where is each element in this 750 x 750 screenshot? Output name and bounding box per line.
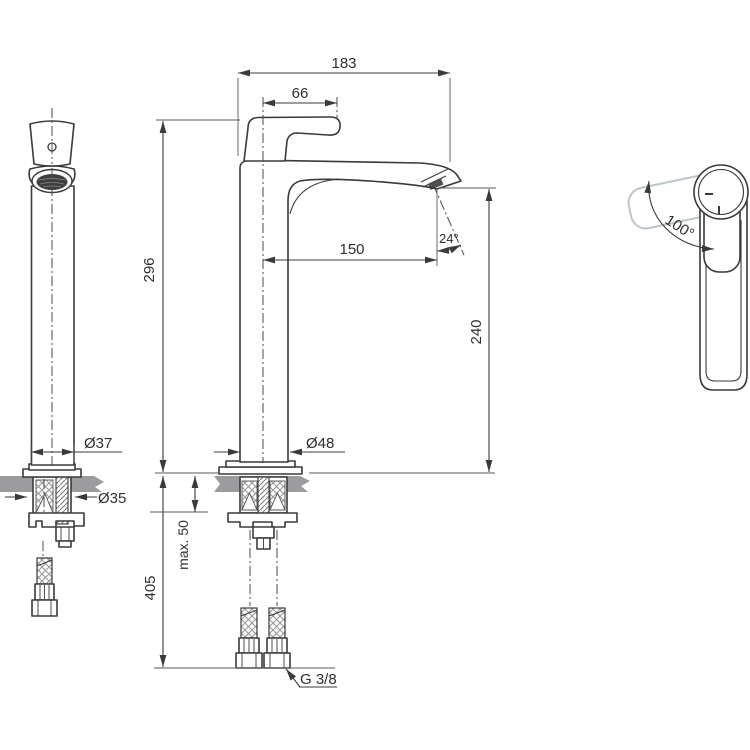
- dim-spout-angle-label: 24°: [439, 231, 459, 246]
- dim-spout-reach-label: 150: [339, 241, 364, 258]
- side-base-flange: [218, 466, 303, 475]
- dim-handle-length-label: 66: [292, 85, 309, 102]
- front-view: Ø37 Ø35: [0, 108, 126, 617]
- front-supply-hose: [31, 557, 58, 617]
- dim-total-depth: 183: [237, 55, 451, 162]
- dim-spout-angle: 24°: [432, 183, 465, 256]
- dim-body-diameter-label: Ø48: [306, 435, 334, 452]
- dim-hole-diameter-label: Ø35: [98, 490, 126, 507]
- dim-spout-reach: 150: [263, 190, 438, 266]
- top-cartridge-circle: [693, 164, 749, 220]
- front-horseshoe-bracket: [28, 512, 85, 528]
- front-mounting-nut: [55, 526, 75, 542]
- dim-base-diameter: Ø37: [30, 435, 122, 462]
- dim-total-depth-label: 183: [331, 55, 356, 72]
- dim-connection-thread-label: G 3/8: [300, 671, 337, 688]
- dim-handle-swivel-label: 100°: [662, 212, 697, 243]
- side-horseshoe-bracket: [227, 512, 298, 528]
- dim-spout-height: 240: [441, 187, 496, 472]
- side-spout-outlet: [420, 168, 449, 190]
- top-view: 100°: [627, 164, 749, 391]
- callout-connection-thread: G 3/8: [285, 668, 337, 688]
- side-view: 183 66 150 24° 296 240: [141, 55, 496, 688]
- dim-hole-diameter: Ø35: [5, 490, 126, 507]
- dim-handle-length: 66: [263, 85, 337, 107]
- dim-base-diameter-label: Ø37: [84, 435, 112, 452]
- dim-body-height: 296: [141, 119, 240, 472]
- side-faucet-body: [239, 159, 462, 463]
- side-supply-hoses: [235, 607, 291, 669]
- dim-hose-drop-label: 405: [142, 575, 159, 600]
- dim-max-deck-thickness: max. 50: [150, 476, 208, 570]
- dim-body-height-label: 296: [141, 257, 158, 282]
- front-mounting-hardware: [28, 476, 85, 548]
- dim-hose-drop: 405: [142, 476, 167, 667]
- side-mounting-nut: [252, 526, 275, 539]
- side-handle: [243, 116, 341, 162]
- dim-max-deck-thickness-label: max. 50: [175, 520, 191, 570]
- front-faucet-body: [30, 185, 75, 466]
- dim-body-diameter: Ø48: [214, 435, 345, 456]
- dim-spout-height-label: 240: [468, 319, 485, 344]
- side-mounting-hardware: [227, 476, 298, 550]
